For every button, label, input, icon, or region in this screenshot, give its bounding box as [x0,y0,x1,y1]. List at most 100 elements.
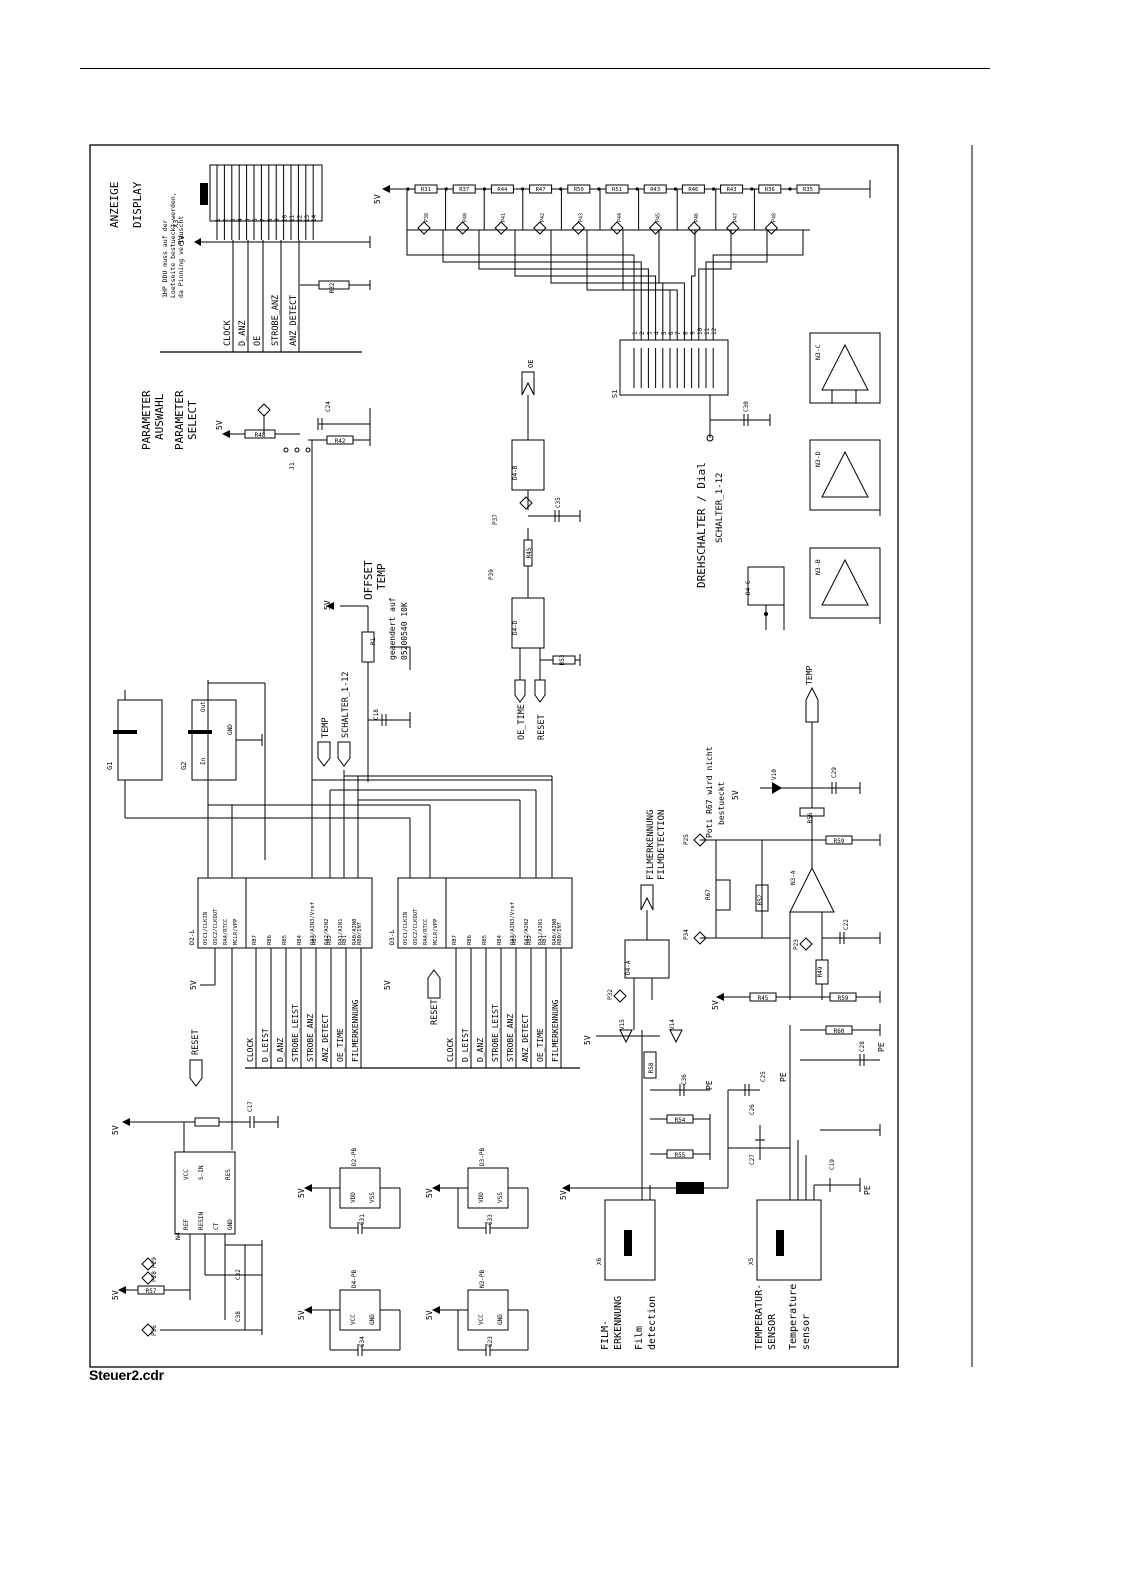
power-pin-label: VCC [350,1314,357,1325]
mcu-osc-pin: MCLR/VPP [233,918,239,945]
n4-pin-label: GND [227,1219,234,1230]
c30-label: C30 [743,401,750,412]
reset-arrow-u1 [189,1059,203,1087]
mcu-signal-label: D_ANZ [276,1038,285,1062]
n3c-label: N3-C [814,344,822,360]
gate-d4c [747,566,785,630]
mcu-port-b-pin: RB7 [252,935,258,945]
x3-pin-number: 14 [311,214,318,222]
osc-gnd-pin: GND [227,724,234,735]
net-5v-offset: 5V [323,600,332,610]
offset-temp-pot [326,602,411,782]
n3b-label: N3-B [814,559,822,575]
p36-label: P36 [151,1325,158,1336]
x3-signal-label: ANZ_DETECT [289,295,299,346]
opamp-n3a [693,686,881,1003]
display-title: DISPLAY [131,181,144,228]
gate-d4b [511,371,581,522]
mcu-osc-pin: RA4/RTCC [223,919,229,946]
x3-pin-number: 7 [259,218,266,222]
mcu-port-b-pin: RB4 [297,934,303,945]
mcu-port-b-pin: RB0/INT [557,921,563,945]
oscillator-g1 [113,690,163,818]
net-5v-opamp: 5V [711,1000,720,1010]
n4-label: N4 [174,1232,182,1240]
testpoint-label: P42 [540,213,546,222]
opamp-n3b [809,547,881,624]
r60-label: R60 [834,1028,845,1035]
testpoint-label: P46 [694,213,700,222]
mcu-signal-label: OE_TIME [336,1028,345,1062]
param-title1: PARAMETER [140,390,153,450]
filmdetection-net: FILMDETECTION [657,810,667,880]
power-block-label: D3-PB [479,1148,486,1166]
switch-pin-number: 10 [697,327,704,335]
g2-label: G2 [180,762,188,770]
anzeige-title: ANZEIGE [108,182,121,228]
mcu-signal-label: CLOCK [446,1038,455,1062]
d4c-label: D4-C [745,580,752,595]
offset-note1: geaendert auf [388,597,397,660]
file-caption: Steuer2.cdr [89,1367,164,1383]
switch-pin-number: 9 [690,331,697,335]
mcu-osc-pin: OSC1/CLKIN [203,912,209,945]
x3-signal-label: CLOCK [223,320,233,346]
switch-pin-number: 4 [654,331,661,335]
p39-label: P39 [488,569,495,580]
p29-label: P29 [151,1257,158,1268]
r49-label: R49 [817,966,824,977]
header-rule [80,68,990,69]
x3-note-line: Loetseite bestueckt werden, [169,192,177,298]
p37-label: P37 [492,514,499,525]
testpoint-label: P38 [424,213,430,222]
mcu-label: D2-L [188,929,196,945]
film-detection-title2: detection [647,1296,658,1350]
x3-pin-number: 10 [282,214,289,222]
temp-sensor-title2: SENSOR [767,1313,778,1350]
net-5v: 5V [177,235,186,245]
mcu-port-a-pin: RA0/AIN0 [552,919,558,946]
d4b-label: D4-B [512,465,519,480]
filmerkennung-net: FILMERKENNUNG [646,810,656,880]
r67-label: R67 [705,889,712,900]
x3-pin-number: 13 [304,214,311,222]
j1-label: J1 [288,462,296,470]
temp-sensor-title3: Temperature [788,1284,799,1350]
switch-pin-number: 12 [711,327,718,335]
res-row-label: R50 [574,187,584,193]
power-pin-label: VCC [478,1314,485,1325]
net-reset-u2: RESET [430,999,440,1025]
power-block-label: D2-PB [351,1148,358,1166]
r56-label: R56 [807,812,814,823]
c36-label: C36 [681,1074,688,1085]
d4a-label: D4-A [625,960,632,975]
param-title3: PARAMETER [173,390,186,450]
x3-signal-label: D_ANZ [238,320,248,346]
net-pe2: PE [779,1072,788,1082]
film-detection-circuit [562,884,728,1281]
res-row-label: R36 [765,187,775,193]
n4-pin-label: REF [183,1219,190,1230]
mcu-signal-label: FILMERKENNUNG [551,999,560,1062]
c27-label: C27 [749,1154,756,1165]
reset-arrow-u2 [427,969,441,999]
mcu-port-a-pin: RA1/AIN1 [538,919,544,946]
mcu-label: D3-L [388,929,396,945]
net-oe-time: OE_TIME [517,704,527,740]
power-pin-label: VSS [369,1192,376,1203]
n3a-label: N3-A [790,870,797,885]
testpoint-label: P43 [578,213,584,222]
n4-pin-label: CT [213,1222,220,1230]
net-oe: OE [527,360,535,368]
mcu-port-b-pin: RB6 [467,935,473,945]
res-row-label: R37 [459,187,469,193]
mcu-signal-label: D_LEIST [261,1028,270,1062]
x3-pin-number: 3 [230,218,237,222]
mcu-port-b-pin: RB5 [282,935,288,945]
